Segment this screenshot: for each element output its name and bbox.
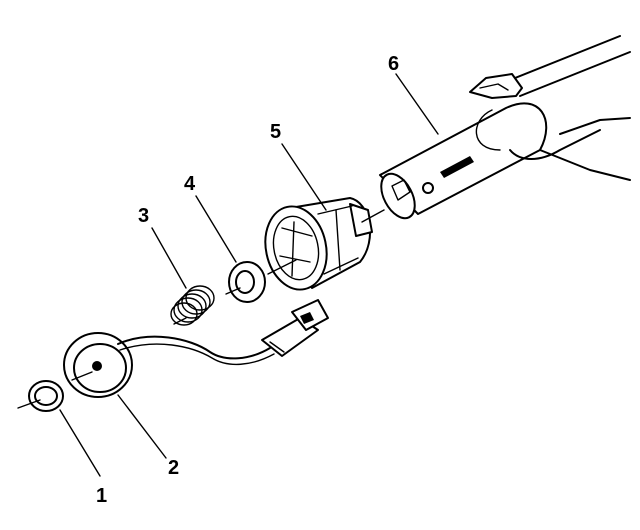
callout-2: 2 [168,457,179,479]
callout-1: 1 [96,485,107,507]
leader-6 [395,73,439,135]
part-5-bearing-housing [264,197,373,291]
part-4-bearing-ring [228,261,266,303]
leader-3 [151,227,187,289]
callout-4: 4 [184,173,196,195]
leader-1 [59,409,101,477]
leader-lines [59,73,439,477]
leader-4 [195,195,237,263]
part-3-spring [170,285,215,326]
part-2-disc-with-harness [63,299,329,398]
leader-5 [281,143,327,211]
part-6-column-housing [379,35,631,220]
callout-3: 3 [138,205,149,227]
part-1-retaining-ring [28,380,64,412]
callout-5: 5 [270,121,281,143]
callout-6: 6 [388,53,399,75]
assembly-axis [17,209,385,409]
leader-2 [117,394,167,459]
